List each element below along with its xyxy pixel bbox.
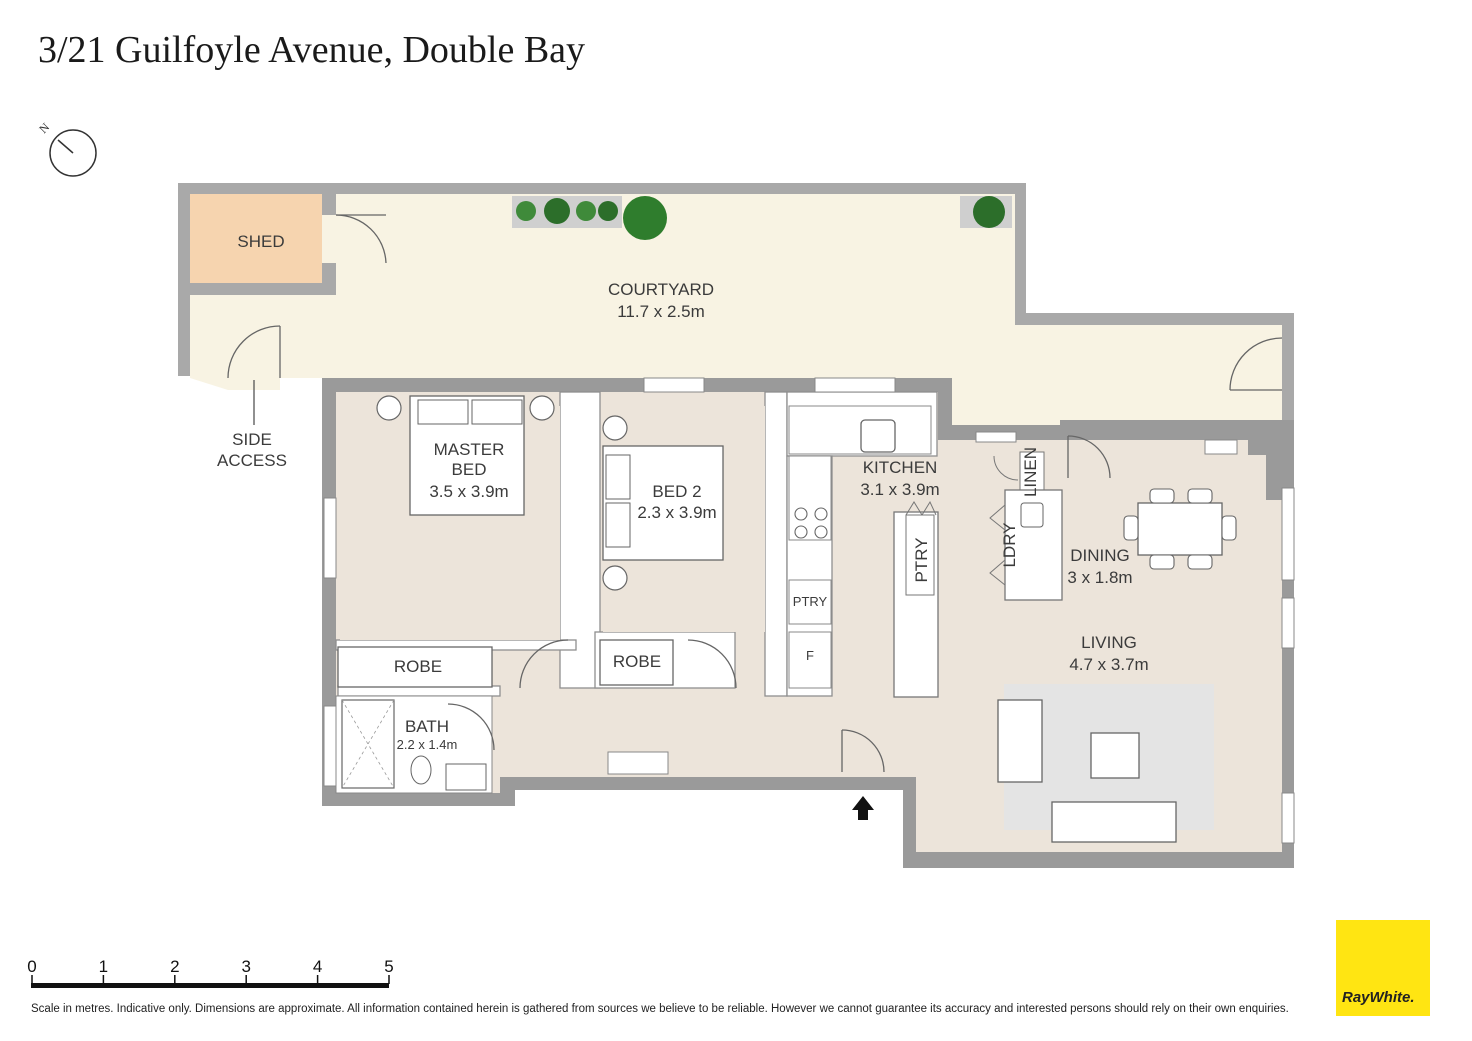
ptry-island — [905, 514, 935, 596]
living-label: LIVING — [1081, 633, 1137, 652]
page-title: 3/21 Guilfoyle Avenue, Double Bay — [38, 29, 586, 71]
basin-icon — [445, 763, 487, 791]
compass-needle — [57, 139, 74, 154]
shed-label: SHED — [237, 232, 284, 251]
courtyard-label: COURTYARD — [608, 280, 714, 299]
bath-door-swing — [447, 703, 495, 751]
shed-doorway — [322, 215, 336, 263]
shower-tray-icon — [341, 699, 395, 789]
kitchen-side-bench — [788, 455, 832, 541]
disclaimer: Scale in metres. Indicative only. Dimens… — [31, 1003, 1289, 1015]
scale-tick-label: 4 — [313, 957, 322, 976]
compass-ring — [49, 129, 97, 177]
ptry-kitchen — [788, 579, 832, 625]
robe-bed2-label: ROBE — [613, 652, 661, 671]
bed2-door-swing — [687, 639, 737, 689]
courtyard-area — [190, 194, 1282, 440]
cooktop-icon — [794, 507, 828, 539]
dining-size: 3 x 1.8m — [1067, 568, 1132, 587]
logo-text: RayWhite. — [1342, 989, 1415, 1006]
side-access-label-1: SIDE — [232, 430, 272, 449]
plant-icon — [516, 201, 536, 221]
shed-area — [190, 194, 322, 283]
plant-icon — [973, 196, 1005, 228]
scale-bar: 0 1 2 3 4 5 — [27, 957, 394, 988]
linen-label: LINEN — [1021, 447, 1040, 497]
scale-bar-line — [31, 983, 389, 988]
robe-bed2 — [599, 639, 674, 686]
kitchen-size: 3.1 x 3.9m — [860, 480, 939, 499]
sink-icon — [860, 419, 896, 453]
courtyard-size: 11.7 x 2.5m — [617, 302, 705, 321]
robe-master — [337, 646, 493, 688]
plant-icon — [623, 196, 667, 240]
bath-size: 2.2 x 1.4m — [397, 737, 458, 752]
scale-tick-label: 5 — [384, 957, 393, 976]
raywhite-logo: RayWhite. — [1336, 920, 1430, 1016]
ptry-island-label: PTRY — [912, 537, 931, 582]
pillow-icon — [417, 399, 469, 425]
scale-tick-label: 3 — [241, 957, 250, 976]
armchair-icon — [997, 699, 1043, 783]
pillow-icon — [605, 454, 631, 500]
compass-north-label: N — [36, 120, 52, 136]
dining-table-icon — [1137, 502, 1223, 556]
pantry-door-icon — [905, 500, 937, 516]
plant-icon — [544, 198, 570, 224]
fridge — [788, 631, 832, 689]
entry-arrow-icon — [852, 796, 874, 820]
scale-tick-label: 2 — [170, 957, 179, 976]
bed2-size: 2.3 x 3.9m — [637, 503, 716, 522]
ldry-label: LDRY — [1000, 522, 1019, 567]
coffee-table-icon — [1090, 732, 1140, 779]
bed2-label: BED 2 — [652, 482, 701, 501]
pillow-icon — [471, 399, 523, 425]
scale-tick-label: 1 — [99, 957, 108, 976]
courtyard-gate-swing — [1229, 337, 1283, 391]
ldry-door-icon — [989, 504, 1006, 586]
bedside-table-icon — [529, 395, 555, 421]
master-bed-size: 3.5 x 3.9m — [429, 482, 508, 501]
plant-icon — [598, 201, 618, 221]
bedside-table-icon — [376, 395, 402, 421]
entry-door-swing — [841, 729, 885, 773]
plants — [516, 196, 1005, 240]
robe-master-label: ROBE — [394, 657, 442, 676]
dining-chairs — [1123, 488, 1237, 570]
kitchen-bench — [788, 405, 932, 455]
pillow-icon — [605, 502, 631, 548]
sofa-icon — [1051, 801, 1177, 843]
kitchen-label: KITCHEN — [863, 458, 938, 477]
master-door-swing — [519, 639, 569, 689]
linen-door-swing — [993, 455, 1019, 481]
master-bed-label-1: MASTER — [434, 440, 505, 459]
dining-label: DINING — [1070, 546, 1130, 565]
living-size: 4.7 x 3.7m — [1069, 655, 1148, 674]
scale-tick-label: 0 — [27, 957, 36, 976]
bath-label: BATH — [405, 717, 449, 736]
fridge-label: F — [806, 648, 814, 663]
bedside-table-icon — [602, 415, 628, 441]
hall-cupboard — [607, 751, 669, 775]
compass: N — [36, 120, 97, 177]
side-access-door-swing — [227, 325, 281, 379]
master-bed-label-2: BED — [452, 460, 487, 479]
dining-door-swing — [1067, 435, 1111, 479]
side-access-label-2: ACCESS — [217, 451, 287, 470]
ptry-kitchen-label: PTRY — [793, 594, 828, 609]
toilet-icon — [410, 755, 432, 785]
ldry-sink-icon — [1020, 502, 1044, 528]
shed-door-swing — [335, 214, 387, 264]
bedside-table-icon — [602, 565, 628, 591]
plant-icon — [576, 201, 596, 221]
